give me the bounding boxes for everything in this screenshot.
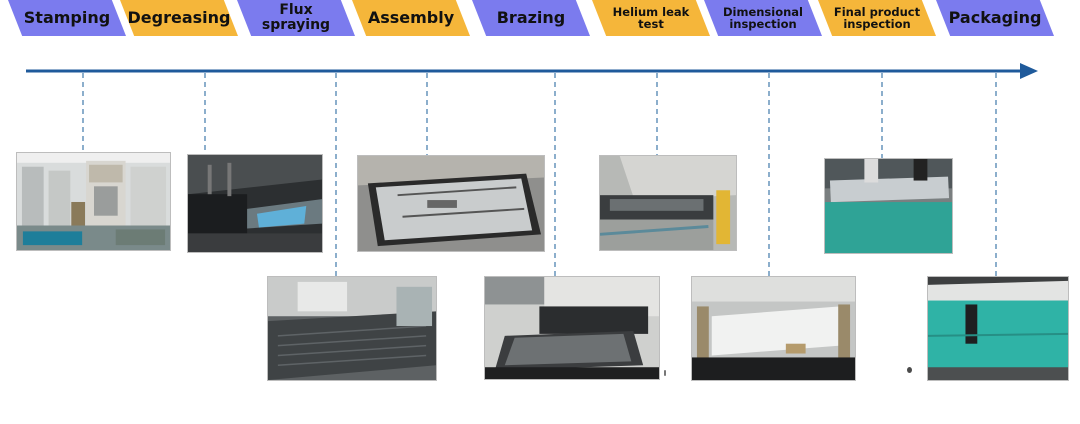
step-label: Degreasing xyxy=(127,7,231,27)
photo-flux xyxy=(267,276,437,381)
final-inspection-bench-image xyxy=(825,159,952,253)
photo-degreasing xyxy=(187,154,323,253)
photo-brazing xyxy=(484,276,660,380)
dimensional-inspection-jig-image xyxy=(692,277,855,380)
photo-final-inspection xyxy=(824,158,953,254)
photo-dimensional xyxy=(691,276,856,381)
photo-assembly xyxy=(357,155,545,252)
photo-packaging xyxy=(927,276,1069,381)
brazing-furnace-entry-image xyxy=(485,277,659,379)
decorative-speck xyxy=(664,370,666,376)
step-helium-leak-test: Helium leak test xyxy=(592,0,710,36)
flux-spraying-booth-image xyxy=(268,277,436,380)
step-label: Brazing xyxy=(496,7,566,27)
step-label: Helium leak test xyxy=(612,4,690,31)
step-assembly: Assembly xyxy=(352,0,470,36)
step-label: Assembly xyxy=(367,7,455,27)
step-label: Packaging xyxy=(948,7,1042,27)
step-flux-spraying: Flux spraying xyxy=(237,0,355,36)
step-label: Flux spraying xyxy=(261,2,331,33)
timeline-arrow-head xyxy=(1020,63,1038,79)
photo-stamping xyxy=(16,152,171,251)
degreasing-tunnel-image xyxy=(188,155,322,252)
step-label: Final product inspection xyxy=(833,4,921,31)
plate-assembly-image xyxy=(358,156,544,251)
step-degreasing: Degreasing xyxy=(120,0,238,36)
stamping-press-line-image xyxy=(17,153,170,250)
step-label: Stamping xyxy=(23,7,111,27)
step-packaging: Packaging xyxy=(936,0,1054,36)
packaging-crate-image xyxy=(928,277,1068,380)
step-label: Dimensional inspection xyxy=(722,4,804,31)
helium-leak-test-chamber-image xyxy=(600,156,736,250)
decorative-speck xyxy=(907,367,912,373)
step-brazing: Brazing xyxy=(472,0,590,36)
step-dimensional-inspection: Dimensional inspection xyxy=(704,0,822,36)
photo-helium xyxy=(599,155,737,251)
step-final-product-inspection: Final product inspection xyxy=(818,0,936,36)
step-stamping: Stamping xyxy=(8,0,126,36)
